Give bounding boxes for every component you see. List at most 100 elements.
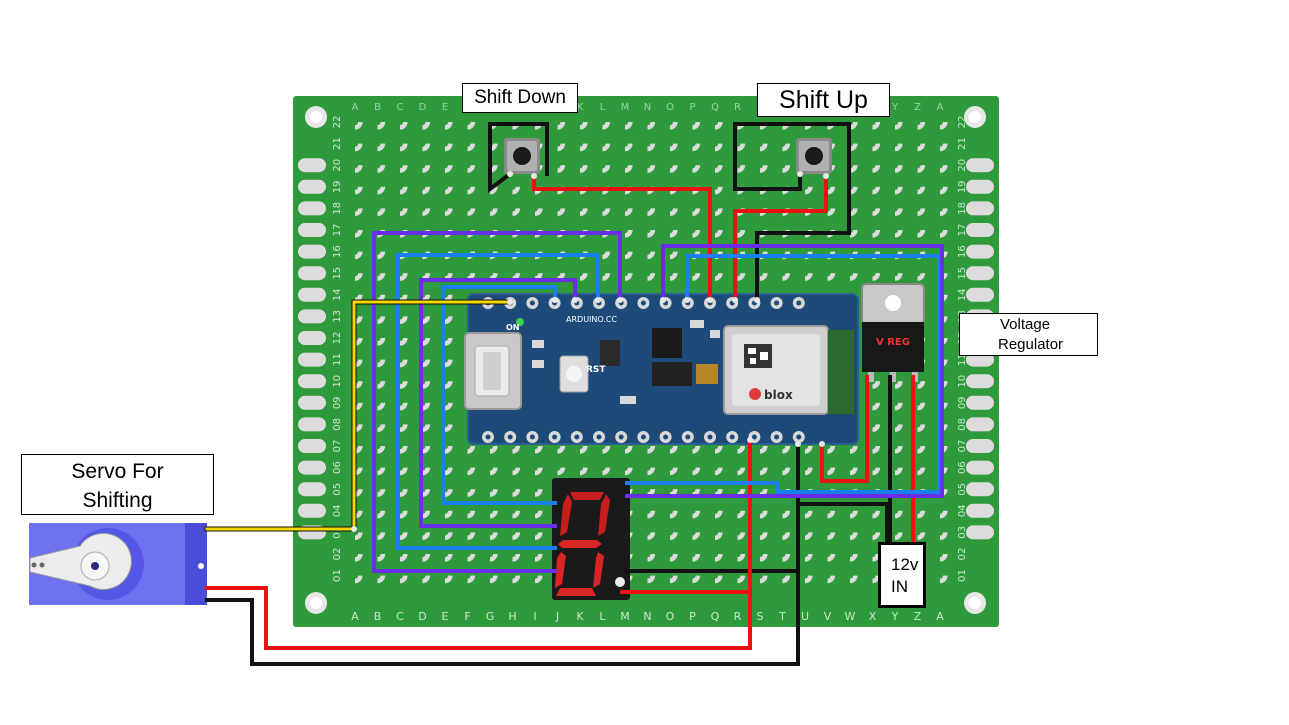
row-number-left: 20	[332, 159, 343, 172]
edge-pad	[298, 395, 326, 410]
column-letter-bottom: K	[576, 610, 584, 623]
column-letter-bottom: O	[666, 610, 675, 623]
column-letter-top: M	[621, 102, 630, 113]
row-number-left: 02	[332, 548, 343, 561]
column-letter-bottom: L	[599, 610, 606, 623]
shift-down-pushbutton	[504, 138, 540, 174]
edge-pad	[966, 374, 994, 389]
column-letter-top: O	[666, 102, 674, 113]
edge-pad	[298, 266, 326, 281]
column-letter-bottom: Z	[914, 610, 922, 623]
edge-pad	[298, 179, 326, 194]
row-number-left: 22	[332, 116, 343, 129]
row-number-right: 09	[957, 396, 968, 409]
column-letter-top: K	[577, 102, 584, 113]
wire-end-pad	[617, 297, 623, 303]
wire-end-pad	[595, 297, 601, 303]
edge-pad	[298, 503, 326, 518]
servo-label-line2: Shifting	[82, 489, 153, 512]
row-number-right: 19	[957, 180, 968, 193]
row-number-left: 11	[332, 353, 343, 366]
power-input-label-line1: 12v	[891, 555, 919, 574]
row-number-left: 08	[332, 418, 343, 431]
shift-up-label-text: Shift Up	[779, 86, 868, 114]
row-number-left: 16	[332, 245, 343, 258]
wire-end-pad	[707, 297, 713, 303]
edge-pad	[966, 179, 994, 194]
row-number-left: 19	[332, 180, 343, 193]
on-marking: ON	[506, 323, 520, 332]
row-number-right: 21	[957, 137, 968, 150]
column-letter-bottom: I	[533, 610, 536, 623]
edge-pad	[298, 287, 326, 302]
wire-black-servo-gnd	[205, 442, 800, 666]
column-letter-bottom: V	[824, 610, 832, 623]
row-number-right: 10	[957, 375, 968, 388]
column-letter-bottom: A	[351, 610, 359, 623]
column-letter-bottom: M	[620, 610, 630, 623]
servo-motor	[29, 523, 207, 605]
edge-pad	[298, 417, 326, 432]
shift-down-label: Shift Down	[462, 83, 578, 113]
row-number-left: 04	[332, 504, 343, 517]
arduino-brand: ARDUINO.CC	[566, 315, 617, 324]
edge-pad	[298, 201, 326, 216]
edge-pad	[298, 374, 326, 389]
column-letter-bottom: J	[555, 610, 559, 623]
column-letter-top: Y	[891, 102, 899, 113]
row-number-right: 06	[957, 461, 968, 474]
row-number-right: 07	[957, 440, 968, 453]
row-number-left: 01	[332, 569, 343, 582]
edge-pad	[966, 158, 994, 173]
wire-blue-segment-2	[441, 285, 557, 505]
edge-pad	[298, 223, 326, 237]
wire-end-pad	[507, 299, 513, 305]
column-letter-top: L	[600, 102, 606, 113]
row-number-left: 17	[332, 224, 343, 237]
row-number-left: 10	[332, 375, 343, 388]
row-number-right: 17	[957, 224, 968, 237]
row-number-right: 01	[957, 569, 968, 582]
row-number-right: 18	[957, 202, 968, 215]
wire-purple-segment-1	[372, 231, 622, 573]
column-letter-bottom: H	[508, 610, 516, 623]
wire-end-pad	[572, 297, 578, 303]
wire-end-pad	[684, 297, 690, 303]
edge-pad	[966, 525, 994, 540]
edge-pad	[966, 201, 994, 216]
wire-purple-segment-3	[625, 244, 944, 498]
power-input-label: 12v IN	[878, 542, 926, 608]
row-number-left: 05	[332, 483, 343, 496]
column-letter-bottom: F	[464, 610, 470, 623]
wire-end-pad	[552, 297, 558, 303]
row-number-right: 02	[957, 548, 968, 561]
wire-black-shift-down-gnd	[488, 122, 549, 193]
arduino-nano: ARDUINO.CC ON RST blox	[464, 293, 859, 445]
row-number-right: 03	[957, 526, 968, 539]
wire-red-regulator-out	[820, 375, 869, 483]
shift-down-label-text: Shift Down	[474, 87, 566, 108]
row-number-right: 15	[957, 267, 968, 280]
edge-pad	[966, 266, 994, 281]
column-letter-bottom: G	[486, 610, 495, 623]
column-letter-top: Q	[711, 102, 719, 113]
row-number-left: 18	[332, 202, 343, 215]
row-number-left: 13	[332, 310, 343, 323]
edge-pad	[298, 352, 326, 367]
voltage-regulator: V REG	[861, 283, 925, 382]
power-input-label-line2: IN	[891, 577, 908, 596]
column-letter-bottom: E	[442, 610, 449, 623]
row-number-right: 04	[957, 504, 968, 517]
wire-end-pad	[795, 441, 801, 447]
edge-pad	[966, 287, 994, 302]
row-number-right: 14	[957, 288, 968, 301]
edge-pad	[966, 482, 994, 497]
column-letter-bottom: A	[936, 610, 944, 623]
wire-end-pad	[531, 173, 537, 179]
chip	[652, 328, 682, 358]
row-number-right: 08	[957, 418, 968, 431]
column-letter-top: P	[689, 102, 695, 113]
row-number-left: 21	[332, 137, 343, 150]
wire-end-pad	[754, 297, 760, 303]
